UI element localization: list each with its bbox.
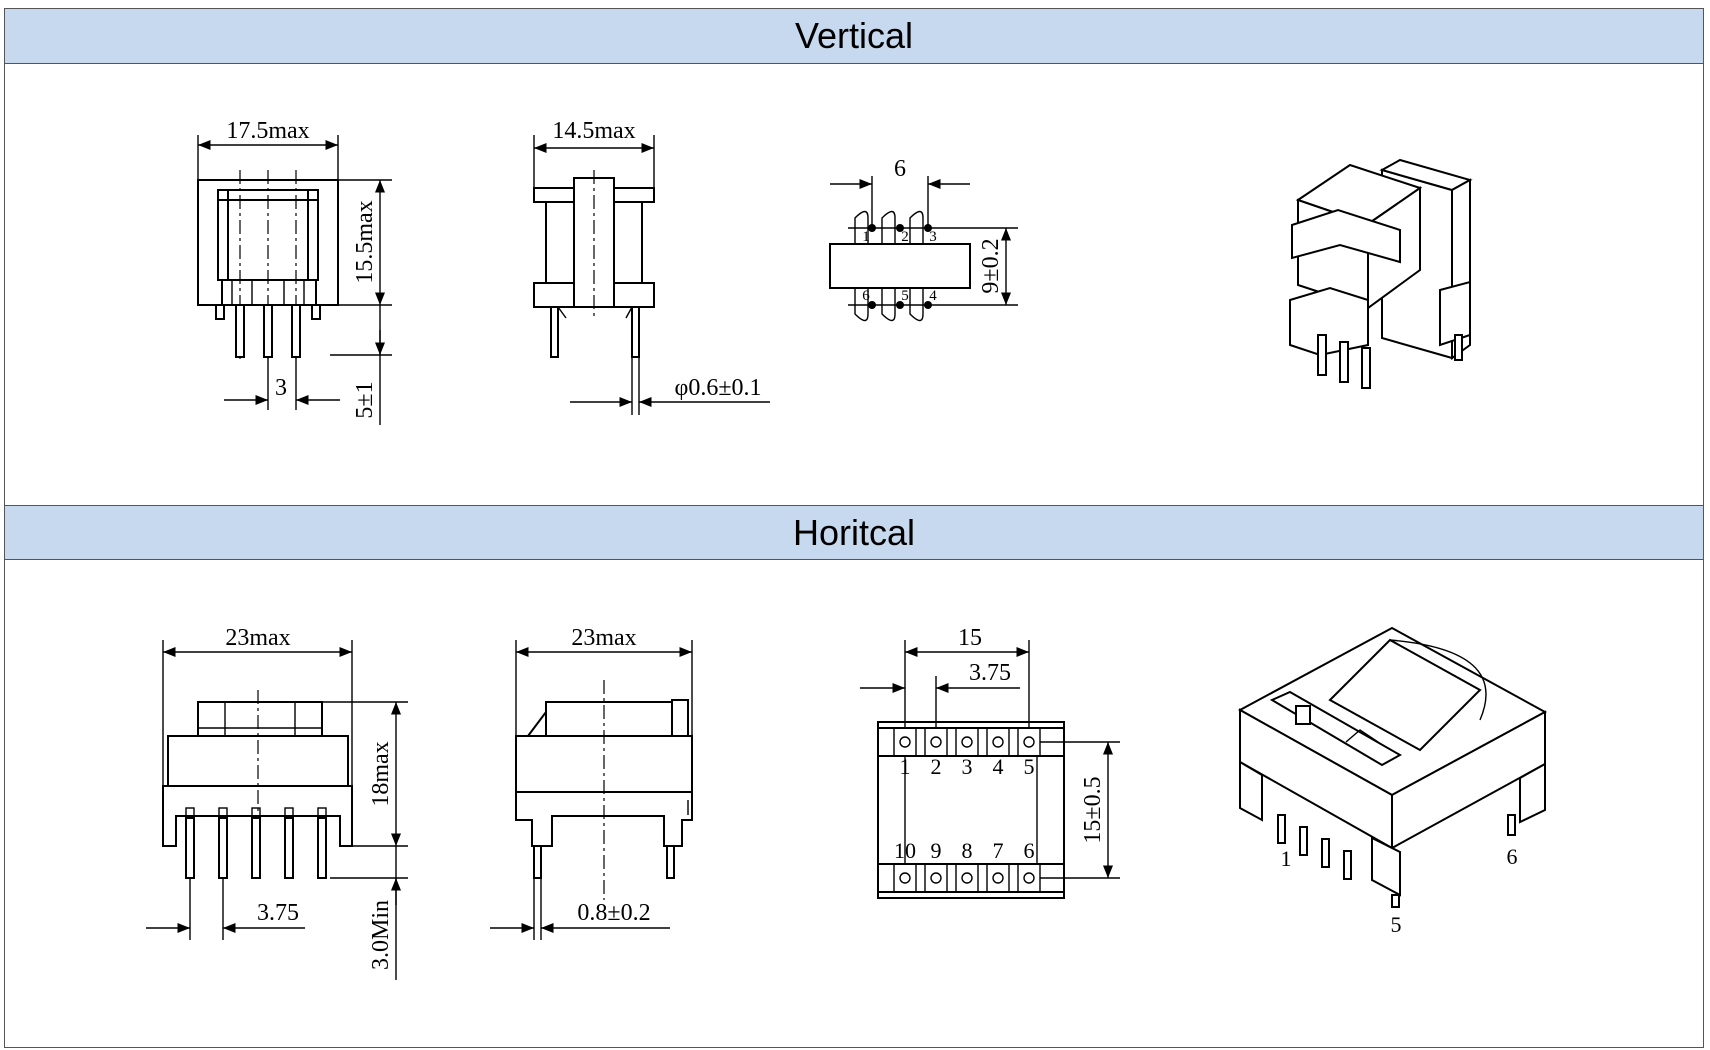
horizontal-pin-label-6: 6	[1024, 838, 1035, 863]
section-title-vertical: Vertical	[794, 15, 914, 56]
vertical-front-height-label: 15.5max	[352, 200, 378, 283]
horizontal-front-height-label: 18max	[368, 741, 394, 806]
vertical-pin-label-4: 4	[929, 288, 937, 304]
horizontal-pin-label-5: 5	[1024, 754, 1035, 779]
horizontal-iso-pin-5: 5	[1391, 912, 1402, 937]
vertical-bottom-pitch-label: 6	[894, 156, 906, 182]
drawing-frame	[4, 8, 1704, 1048]
horizontal-pin-label-3: 3	[962, 754, 973, 779]
vertical-isometric-view	[1289, 158, 1473, 389]
horizontal-bottom-pitch-label: 3.75	[969, 660, 1011, 686]
vertical-pin-label-1: 1	[862, 229, 870, 245]
vertical-bottom-view: 1 2 3 6 5 4 6 9±0.2	[829, 156, 1018, 322]
horizontal-side-pindia-label: 0.8±0.2	[577, 900, 650, 926]
horizontal-front-view: 23max 18max 3.0Min 3.75	[146, 625, 408, 980]
horizontal-side-width-label: 23max	[571, 625, 636, 651]
section-header-vertical: Vertical	[5, 9, 1703, 64]
vertical-front-pinlen-label: 5±1	[352, 381, 378, 418]
horizontal-bottom-span-label: 15	[958, 625, 982, 651]
horizontal-pin-label-9: 9	[931, 838, 942, 863]
horizontal-front-width-label: 23max	[225, 625, 290, 651]
vertical-pin-label-2: 2	[901, 229, 909, 245]
vertical-side-view: 14.5max φ0.6±0.1	[533, 118, 770, 415]
vertical-pin-label-5: 5	[901, 288, 909, 304]
vertical-pin-label-6: 6	[862, 288, 870, 304]
horizontal-iso-pin-6: 6	[1507, 844, 1518, 869]
horizontal-front-pitch-label: 3.75	[257, 900, 299, 926]
horizontal-bottom-view: 1 2 3 4 5 10 9 8 7 6 15 3.75 15±0.5	[860, 625, 1120, 899]
vertical-front-view: 17.5max 15.5max 5±1 3	[197, 118, 392, 425]
horizontal-isometric-view: 1 5 6	[1237, 626, 1548, 937]
section-header-horizontal: Horitcal	[5, 505, 1703, 560]
vertical-side-pindia-label: φ0.6±0.1	[674, 375, 761, 401]
vertical-front-pitch-label: 3	[275, 375, 287, 401]
horizontal-pin-label-8: 8	[962, 838, 973, 863]
vertical-front-width-label: 17.5max	[226, 118, 309, 144]
horizontal-pin-label-2: 2	[931, 754, 942, 779]
horizontal-pin-label-7: 7	[993, 838, 1004, 863]
horizontal-side-view: 23max 0.8±0.2	[490, 625, 693, 940]
vertical-bottom-row-label: 9±0.2	[978, 238, 1004, 293]
vertical-side-width-label: 14.5max	[552, 118, 635, 144]
horizontal-front-pinlen-label: 3.0Min	[368, 900, 394, 970]
section-title-horizontal: Horitcal	[792, 511, 916, 553]
horizontal-pin-label-1: 1	[900, 754, 911, 779]
horizontal-iso-pin-1: 1	[1281, 846, 1292, 871]
horizontal-pin-label-4: 4	[993, 754, 1004, 779]
vertical-pin-label-3: 3	[929, 229, 937, 245]
horizontal-bottom-row-label: 15±0.5	[1080, 776, 1106, 843]
horizontal-pin-label-10: 10	[894, 838, 916, 863]
